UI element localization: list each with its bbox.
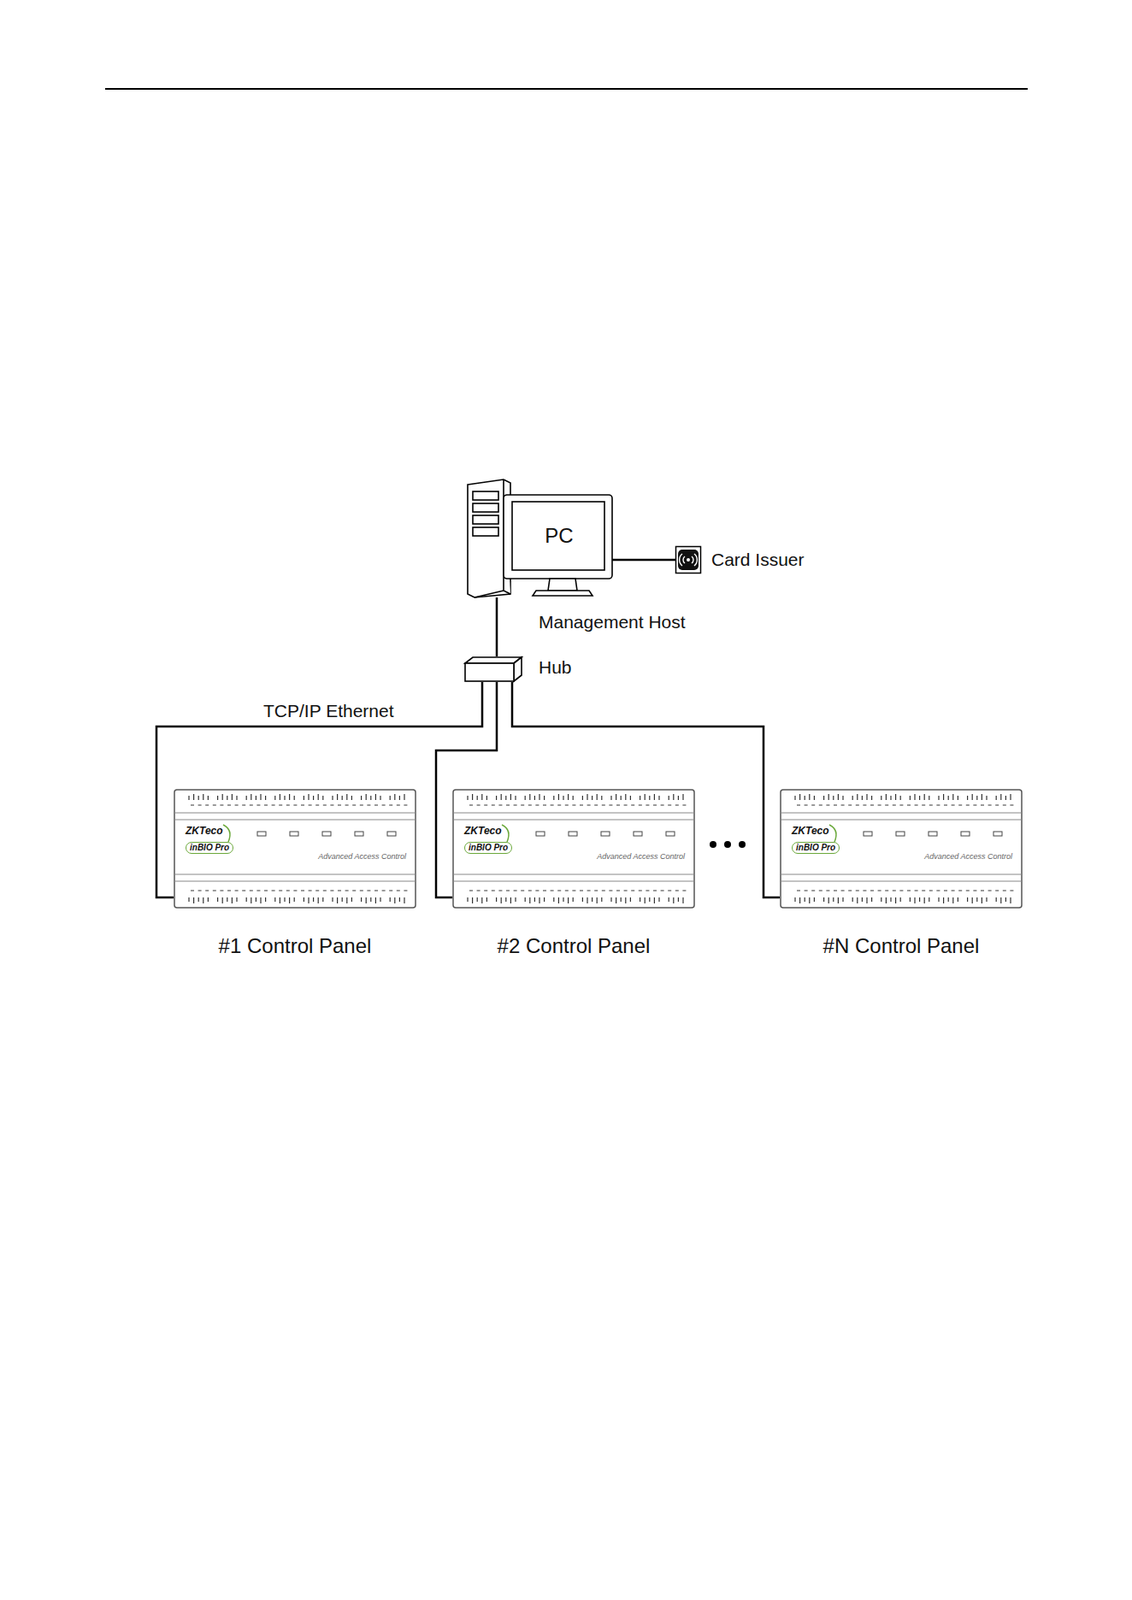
computer-illustration bbox=[464, 479, 613, 598]
node-note: Advanced Access Control bbox=[318, 852, 407, 861]
control-panel-node: ZKTecoinBIO ProAdvanced Access Control#N… bbox=[779, 789, 1023, 909]
hub-node: Hub bbox=[464, 656, 523, 683]
continuation-dots bbox=[709, 841, 746, 849]
edge-label: TCP/IP Ethernet bbox=[260, 701, 397, 722]
node-text: Hub bbox=[538, 657, 572, 679]
screen-label: PC bbox=[544, 524, 573, 549]
network-cable bbox=[612, 559, 676, 562]
header-rule bbox=[105, 88, 1028, 90]
node-caption: #N Control Panel bbox=[823, 934, 980, 959]
hub-box bbox=[464, 656, 523, 683]
node-caption: #1 Control Panel bbox=[218, 934, 372, 959]
network-cable bbox=[495, 597, 499, 657]
computer-node: PCManagement Host bbox=[464, 479, 613, 598]
node-caption: Management Host bbox=[538, 612, 686, 633]
node-caption: inBIO Pro bbox=[791, 842, 840, 855]
control-panel-node: ZKTecoinBIO ProAdvanced Access Control#1… bbox=[173, 789, 417, 909]
node-text: ZKTeco bbox=[464, 825, 502, 838]
control-panel-node: ZKTecoinBIO ProAdvanced Access Control#2… bbox=[452, 789, 696, 909]
node-note: Advanced Access Control bbox=[924, 852, 1013, 861]
node-caption: inBIO Pro bbox=[464, 842, 513, 855]
node-caption: inBIO Pro bbox=[185, 842, 234, 855]
node-caption: #2 Control Panel bbox=[497, 934, 651, 959]
node-text: Card Issuer bbox=[711, 549, 805, 571]
node-text: ZKTeco bbox=[791, 825, 830, 838]
card-issuer-node: Card Issuer bbox=[675, 546, 702, 574]
node-note: Advanced Access Control bbox=[596, 852, 685, 861]
card-reader-icon bbox=[675, 546, 702, 574]
node-text: ZKTeco bbox=[185, 825, 224, 838]
